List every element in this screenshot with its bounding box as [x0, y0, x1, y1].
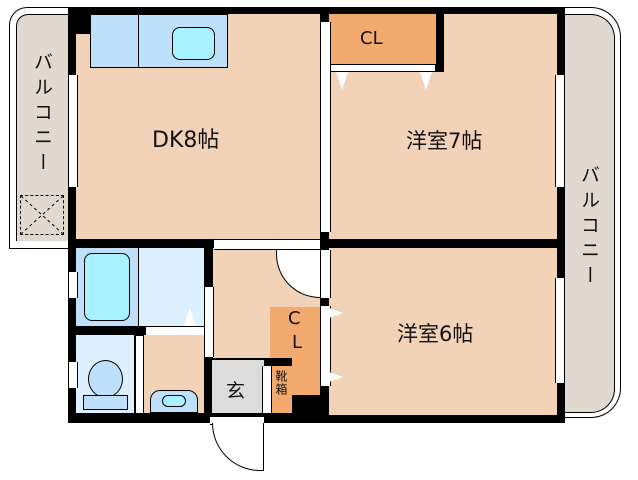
- western7-label: 洋室7帖: [406, 129, 483, 153]
- dk-hall-sliding-door[interactable]: [214, 239, 320, 250]
- western6-closet-door[interactable]: [320, 306, 331, 386]
- closet-door-marker: [420, 72, 432, 90]
- bath-west-window: [68, 272, 78, 298]
- closet-door-marker: [329, 372, 343, 382]
- closet-top-door: [330, 64, 436, 72]
- wash-sliding-door[interactable]: [204, 287, 214, 357]
- closet-door-marker: [329, 308, 343, 318]
- closet-top-wall: [436, 14, 444, 72]
- shoe-box-label: 靴箱: [274, 370, 288, 396]
- front-door-swing[interactable]: [212, 423, 264, 471]
- toilet-tank-icon: [83, 395, 128, 410]
- entrance-label: 玄: [226, 380, 246, 402]
- closet-top-label: CL: [360, 28, 383, 49]
- closet-mid-label-l: L: [292, 332, 303, 353]
- toilet-door[interactable]: [135, 336, 144, 413]
- shoe-box: [270, 366, 292, 413]
- dk-west-window: [68, 75, 78, 187]
- shoe-box-door[interactable]: [262, 366, 272, 413]
- western6-room: [329, 248, 557, 415]
- counter-divider: [138, 14, 139, 68]
- dk-label: DK8帖: [152, 128, 220, 153]
- toilet-bowl-icon: [88, 360, 123, 398]
- closet-door-marker: [336, 72, 348, 90]
- entrance: [212, 360, 264, 413]
- dk-corner-pillar: [68, 7, 91, 34]
- right-balcony-floor: [563, 14, 615, 413]
- closet-mid-wall-notch: [270, 358, 292, 366]
- basin-bowl-icon: [162, 395, 186, 407]
- door-marker: [184, 308, 196, 326]
- closet-top: [329, 14, 436, 64]
- dk-w7-sliding-door[interactable]: [320, 22, 331, 232]
- w6-door[interactable]: [320, 250, 331, 298]
- western6-label: 洋室6帖: [397, 322, 474, 346]
- closet-mid-label-c: C: [288, 308, 301, 329]
- sink-icon: [172, 27, 215, 60]
- bathtub-icon: [84, 253, 130, 321]
- left-balcony-floor: [16, 14, 71, 241]
- right-balcony-label: バルコニー: [578, 165, 600, 290]
- toilet-west-window: [68, 362, 78, 388]
- drain-icon: [20, 195, 64, 235]
- western6-east-window: [555, 278, 565, 383]
- left-balcony-label: バルコニー: [31, 52, 53, 177]
- western7-east-window: [555, 75, 565, 187]
